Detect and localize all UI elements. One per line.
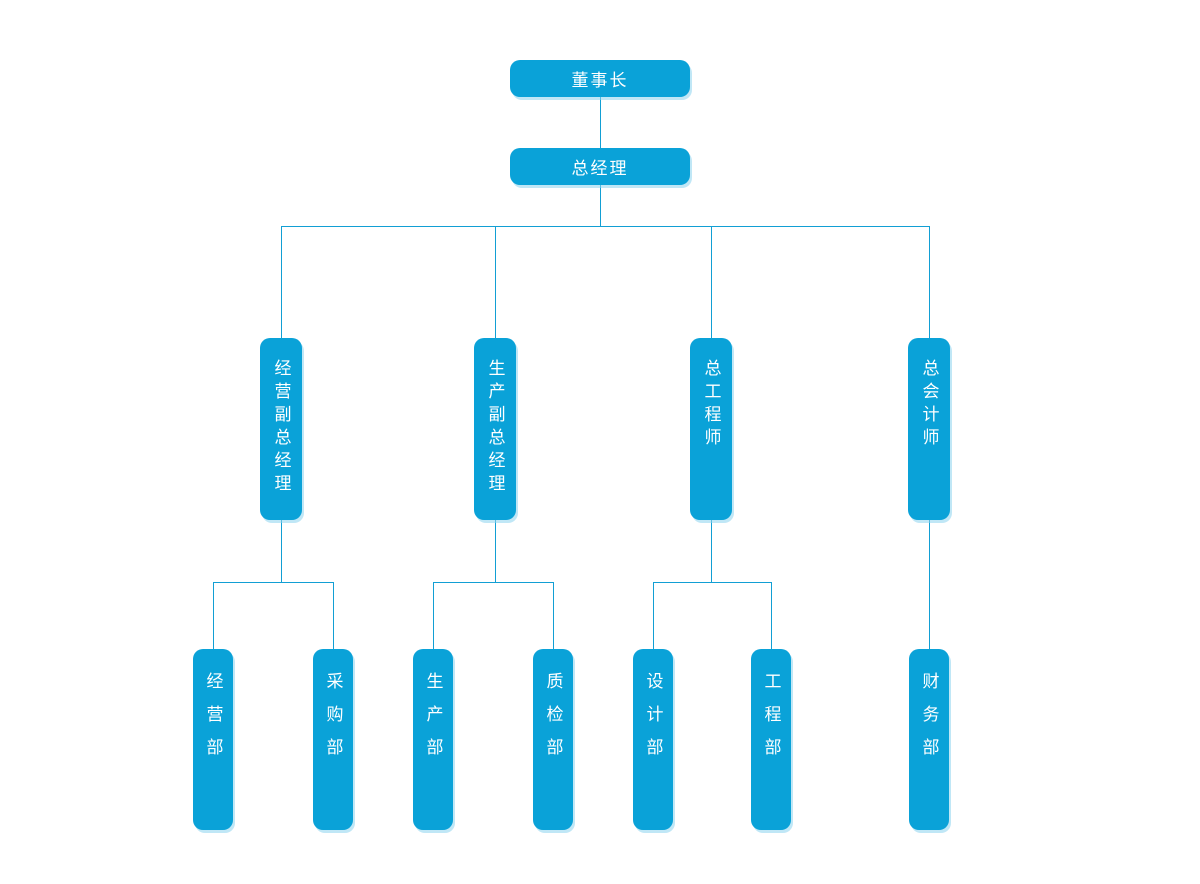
org-node-business-vice-gm[interactable]: 经营副总经理 bbox=[260, 338, 302, 520]
org-node-quality-dept[interactable]: 质检部 bbox=[533, 649, 573, 830]
connector-bus-level3 bbox=[281, 226, 929, 227]
connector-drop-business-dept bbox=[213, 582, 214, 649]
connector-production-vice-gm-split bbox=[495, 520, 496, 582]
org-node-label: 总会计师 bbox=[918, 359, 939, 451]
org-node-finance-dept[interactable]: 财务部 bbox=[909, 649, 949, 830]
org-node-label: 经营部 bbox=[202, 672, 223, 771]
org-node-label: 经营副总经理 bbox=[270, 359, 291, 497]
connector-drop-business-vice-gm bbox=[281, 226, 282, 338]
connector-drop-chief-engineer bbox=[711, 226, 712, 338]
org-node-label: 设计部 bbox=[642, 672, 663, 771]
org-node-chief-accountant[interactable]: 总会计师 bbox=[908, 338, 950, 520]
org-node-general-manager[interactable]: 总经理 bbox=[510, 148, 690, 185]
connector-drop-design-dept bbox=[653, 582, 654, 649]
connector-drop-purchasing-dept bbox=[333, 582, 334, 649]
org-node-label: 采购部 bbox=[322, 672, 343, 771]
org-node-label: 生产副总经理 bbox=[484, 359, 505, 497]
org-node-label: 董事长 bbox=[571, 71, 629, 91]
connector-drop-production-vice-gm bbox=[495, 226, 496, 338]
connector-split-production bbox=[433, 582, 553, 583]
connector-split-business bbox=[213, 582, 333, 583]
org-node-label: 工程部 bbox=[760, 672, 781, 771]
connector-chairman-gm bbox=[600, 97, 601, 148]
connector-chief-accountant-finance bbox=[929, 520, 930, 649]
org-node-label: 财务部 bbox=[918, 672, 939, 771]
org-node-business-dept[interactable]: 经营部 bbox=[193, 649, 233, 830]
connector-drop-engineering-dept bbox=[771, 582, 772, 649]
connector-drop-quality-dept bbox=[553, 582, 554, 649]
connector-split-engineer bbox=[653, 582, 771, 583]
org-node-chief-engineer[interactable]: 总工程师 bbox=[690, 338, 732, 520]
org-node-production-vice-gm[interactable]: 生产副总经理 bbox=[474, 338, 516, 520]
org-node-purchasing-dept[interactable]: 采购部 bbox=[313, 649, 353, 830]
connector-drop-chief-accountant bbox=[929, 226, 930, 338]
org-node-engineering-dept[interactable]: 工程部 bbox=[751, 649, 791, 830]
connector-drop-production-dept bbox=[433, 582, 434, 649]
org-node-production-dept[interactable]: 生产部 bbox=[413, 649, 453, 830]
connector-gm-bus bbox=[600, 185, 601, 226]
org-node-label: 总经理 bbox=[571, 159, 629, 179]
org-node-chairman[interactable]: 董事长 bbox=[510, 60, 690, 97]
org-node-design-dept[interactable]: 设计部 bbox=[633, 649, 673, 830]
connector-chief-engineer-split bbox=[711, 520, 712, 582]
org-node-label: 质检部 bbox=[542, 672, 563, 771]
org-node-label: 总工程师 bbox=[700, 359, 721, 451]
org-node-label: 生产部 bbox=[422, 672, 443, 771]
connector-business-vice-gm-split bbox=[281, 520, 282, 582]
